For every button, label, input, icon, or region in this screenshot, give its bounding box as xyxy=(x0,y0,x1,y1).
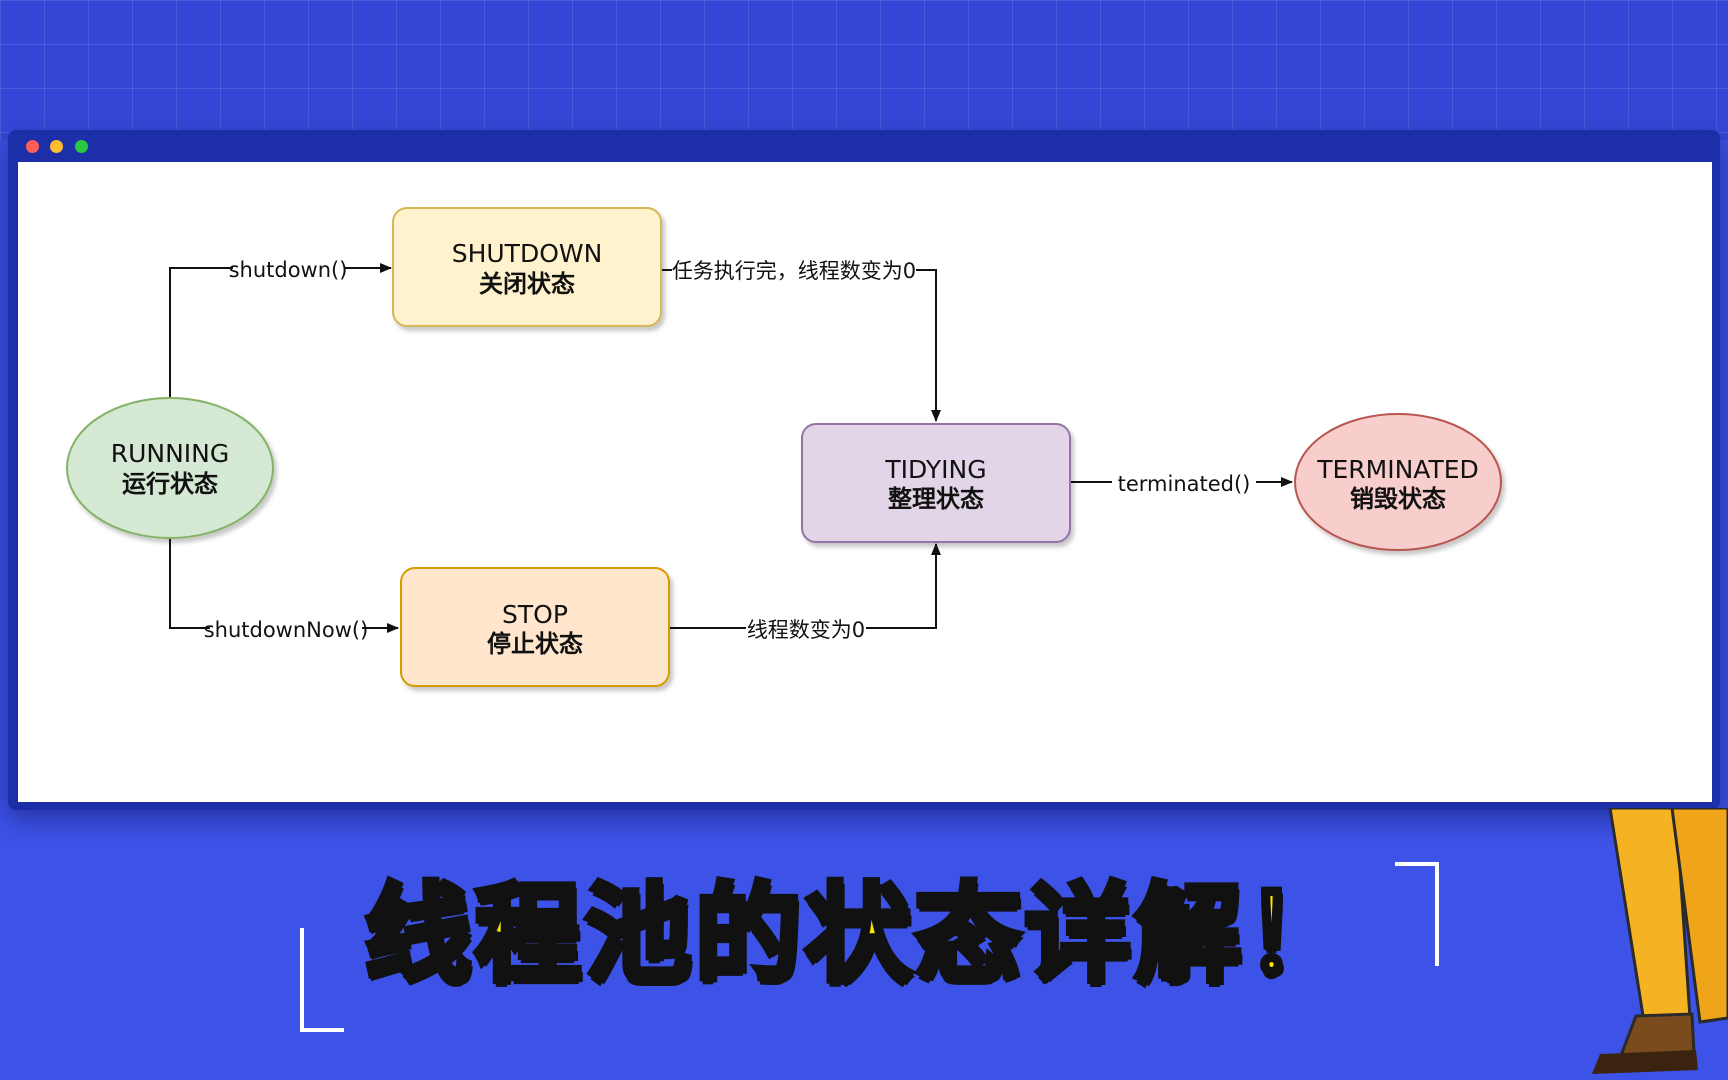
lower-background xyxy=(0,800,1728,1080)
edge-running-shutdown xyxy=(169,263,392,399)
diagram-window: shutdown() shutdownNow() 任务执行完，线程数变为0 线程… xyxy=(8,130,1720,810)
node-shutdown-title: SHUTDOWN xyxy=(452,239,603,268)
node-tidying xyxy=(801,423,1071,543)
banner-title: 线程池的状态详解！ xyxy=(362,870,1355,999)
maximize-dot-icon[interactable] xyxy=(75,140,88,153)
close-dot-icon[interactable] xyxy=(26,140,39,153)
node-terminated-title: TERMINATED xyxy=(1316,455,1479,484)
node-shutdown xyxy=(392,207,662,327)
node-stop-title: STOP xyxy=(502,600,568,629)
node-running-subtitle: 运行状态 xyxy=(122,470,218,498)
minimize-dot-icon[interactable] xyxy=(50,140,63,153)
node-tidying-title: TIDYING xyxy=(884,455,986,484)
node-stop xyxy=(400,567,670,687)
edge-label-shutdown-now: shutdownNow() xyxy=(204,618,369,642)
edge-shutdown-tidying xyxy=(662,269,941,422)
edge-label-shutdown: shutdown() xyxy=(229,258,348,282)
node-shutdown-subtitle: 关闭状态 xyxy=(479,270,575,298)
node-terminated-subtitle: 销毁状态 xyxy=(1350,485,1446,513)
frame-corner-top-right xyxy=(1395,862,1439,966)
state-diagram: shutdown() shutdownNow() 任务执行完，线程数变为0 线程… xyxy=(66,207,1502,687)
node-stop-subtitle: 停止状态 xyxy=(487,630,583,658)
node-running xyxy=(66,397,274,539)
frame-corner-bottom-left xyxy=(300,928,344,1032)
node-running-title: RUNNING xyxy=(111,439,230,468)
edge-stop-tidying xyxy=(670,543,941,629)
character-legs-illustration xyxy=(1592,808,1728,1074)
node-tidying-subtitle: 整理状态 xyxy=(888,485,984,513)
edge-running-stop xyxy=(169,538,399,633)
grid-background xyxy=(0,0,1728,140)
node-terminated xyxy=(1294,413,1502,551)
diagram-canvas: shutdown() shutdownNow() 任务执行完，线程数变为0 线程… xyxy=(18,162,1712,802)
edge-label-threads-zero: 线程数变为0 xyxy=(747,618,865,642)
edge-label-tasks-done: 任务执行完，线程数变为0 xyxy=(672,259,916,283)
edge-label-terminated: terminated() xyxy=(1118,472,1251,496)
